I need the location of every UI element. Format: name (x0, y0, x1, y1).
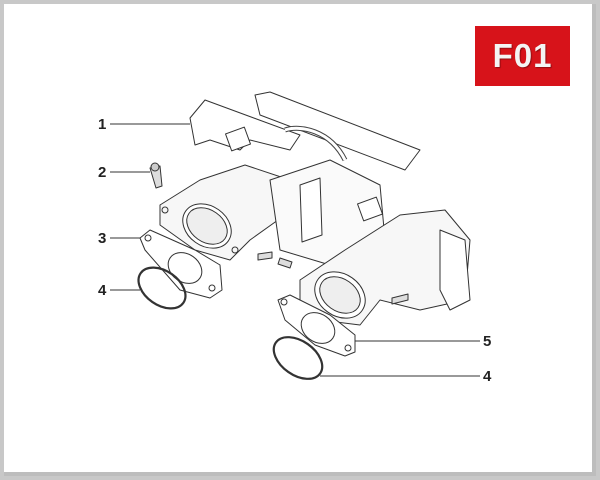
section-badge: F01 (475, 26, 570, 86)
callout-4-right: 4 (483, 368, 492, 385)
callout-2: 2 (98, 164, 107, 181)
callout-3: 3 (98, 230, 107, 247)
callout-4-left: 4 (98, 282, 107, 299)
callout-5: 5 (483, 333, 492, 350)
callout-1: 1 (98, 116, 107, 133)
